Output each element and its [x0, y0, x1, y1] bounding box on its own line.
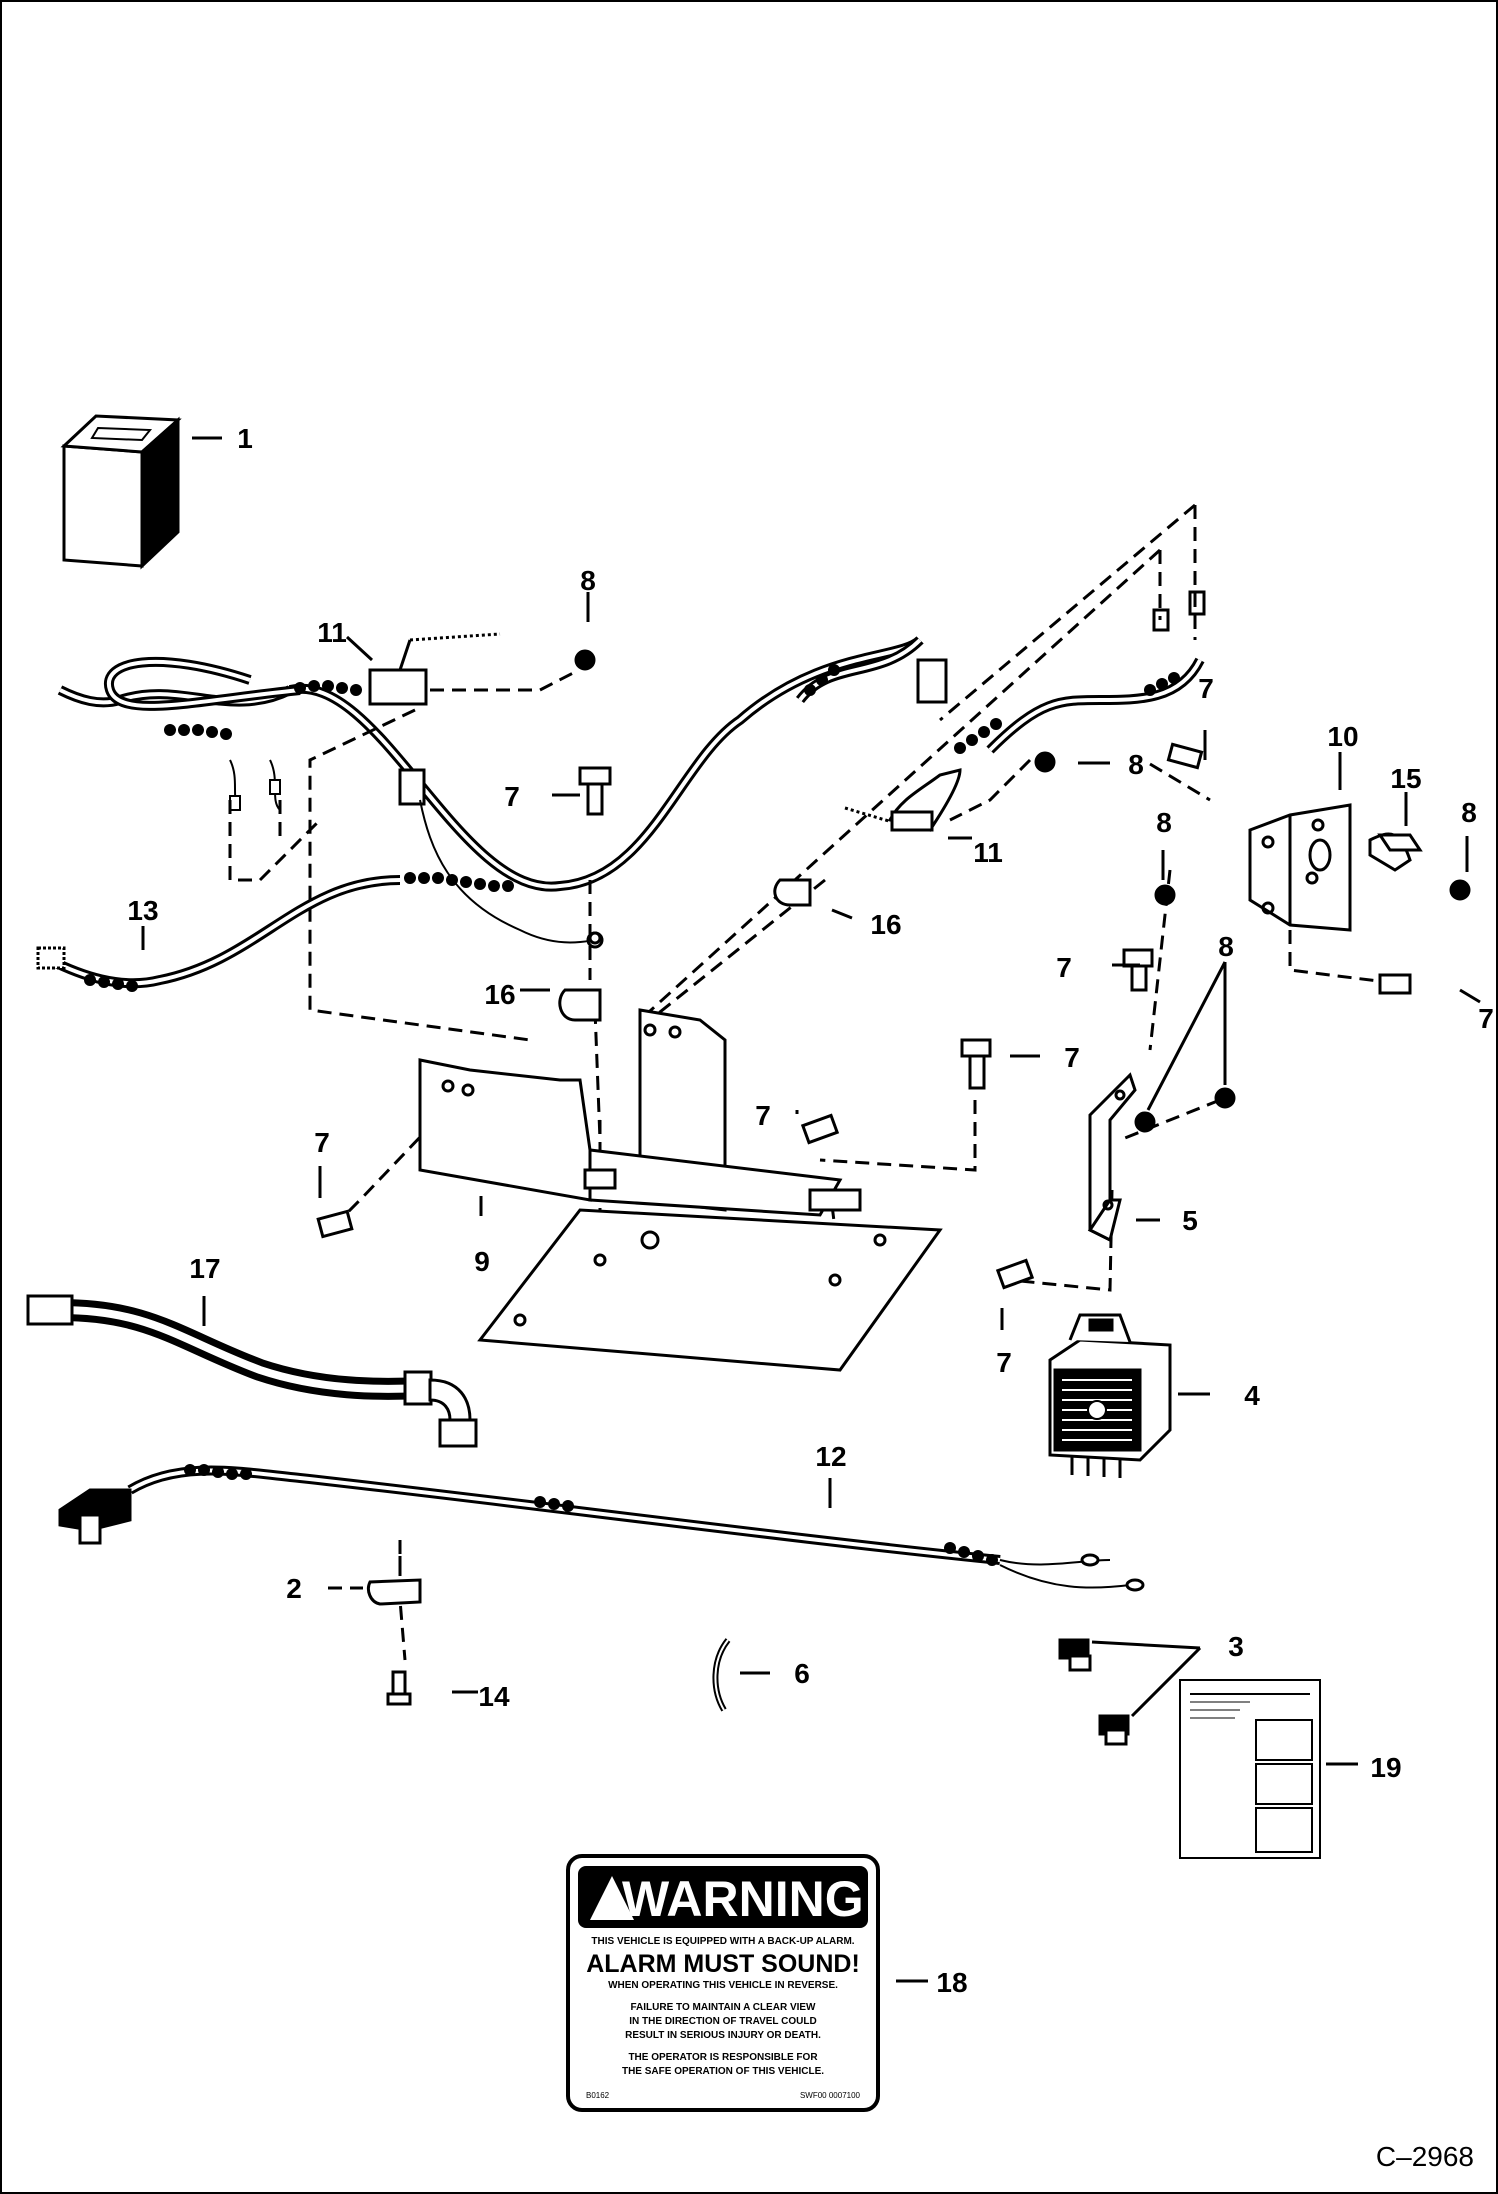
part-4-alarm: [1048, 1313, 1172, 1478]
warning-line-7: THE OPERATOR IS RESPONSIBLE FOR: [628, 2052, 818, 2063]
part-17-hose: [26, 1294, 478, 1448]
warning-line-2: ALARM MUST SOUND!: [586, 1950, 860, 1978]
leader-lines: [141, 436, 1481, 1983]
warning-title: WARNING: [622, 1871, 864, 1927]
warning-line-8: THE SAFE OPERATION OF THIS VEHICLE.: [622, 2066, 824, 2077]
callout-16b: 16: [484, 979, 515, 1010]
callout-8d: 8: [1461, 797, 1477, 828]
callout-4: 4: [1244, 1380, 1260, 1411]
callout-7d: 7: [1064, 1042, 1080, 1073]
callout-15: 15: [1390, 763, 1421, 794]
callout-11a: 11: [317, 617, 347, 648]
callout-7e: 7: [1056, 952, 1072, 983]
callout-12: 12: [815, 1441, 846, 1472]
warning-line-3: WHEN OPERATING THIS VEHICLE IN REVERSE.: [608, 1980, 838, 1991]
part-19-sheet: [1179, 1679, 1321, 1859]
callout-7h: 7: [996, 1347, 1012, 1378]
callout-7c: 7: [504, 781, 520, 812]
callout-8b: 8: [1128, 749, 1144, 780]
callouts: 1 2 3 4 5 6 7 7 7 7 7 7 7 7 8 8 8 8 8 9 …: [127, 423, 1493, 1998]
callout-9: 9: [474, 1246, 490, 1277]
callout-8c: 8: [1156, 807, 1172, 838]
part-1-box: [60, 414, 182, 570]
callout-11b: 11: [973, 837, 1003, 868]
callout-7a: 7: [314, 1127, 330, 1158]
part-12-harness: [58, 1464, 1145, 1592]
callout-16a: 16: [870, 909, 901, 940]
callout-7f: 7: [1198, 673, 1214, 704]
small-parts: [366, 1540, 1130, 1746]
warning-line-1: THIS VEHICLE IS EQUIPPED WITH A BACK-UP …: [591, 1936, 854, 1947]
callout-18: 18: [936, 1967, 967, 1998]
part-9-bracket: [418, 878, 943, 1372]
callout-17: 17: [189, 1253, 220, 1284]
warning-line-4: FAILURE TO MAINTAIN A CLEAR VIEW: [631, 2002, 817, 2013]
figure-code: C–2968: [1376, 2141, 1474, 2172]
warning-code-left: B0162: [586, 2091, 610, 2100]
warning-line-6: RESULT IN SERIOUS INJURY OR DEATH.: [625, 2030, 821, 2041]
callout-3: 3: [1228, 1631, 1244, 1662]
callout-6: 6: [794, 1658, 810, 1689]
part-5-bracket: [1087, 1072, 1137, 1243]
callout-5: 5: [1182, 1205, 1198, 1236]
callout-19: 19: [1370, 1752, 1401, 1783]
warning-code-right: SWF00 0007100: [800, 2091, 861, 2100]
callout-7g: 7: [1478, 1003, 1494, 1034]
part-15-clamp: [1368, 832, 1423, 872]
callout-13: 13: [127, 895, 158, 926]
upper-wire-harness: [36, 590, 1206, 992]
callout-1: 1: [237, 423, 253, 454]
bolts-part-7: [316, 742, 1412, 1290]
callout-8e: 8: [1218, 931, 1234, 962]
callout-10: 10: [1327, 721, 1358, 752]
nuts-part-8: [574, 649, 1471, 1133]
callout-2: 2: [286, 1573, 302, 1604]
part-18-warning-decal: WARNING THIS VEHICLE IS EQUIPPED WITH A …: [566, 1854, 880, 2112]
callout-7b: 7: [755, 1100, 771, 1131]
callout-8a: 8: [580, 565, 596, 596]
callout-14: 14: [478, 1681, 510, 1712]
part-10-plate: [1248, 803, 1352, 932]
warning-line-5: IN THE DIRECTION OF TRAVEL COULD: [629, 2016, 816, 2027]
